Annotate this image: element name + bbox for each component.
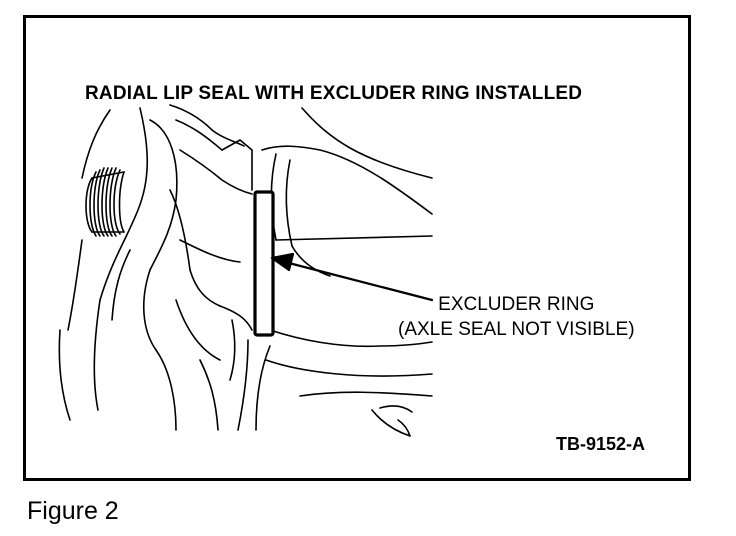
reference-code: TB-9152-A xyxy=(556,434,646,454)
figure-caption: Figure 2 xyxy=(27,497,119,525)
figure-frame xyxy=(23,15,691,481)
threaded-fitting-graphic xyxy=(85,167,125,237)
excluder-ring-graphic xyxy=(253,190,275,337)
axle-housing-graphic xyxy=(58,104,253,431)
axle-tube-graphic xyxy=(255,107,433,437)
leader-arrow xyxy=(270,252,434,302)
figure-title: RADIAL LIP SEAL WITH EXCLUDER RING INSTA… xyxy=(85,83,583,104)
excluder-ring-callout: EXCLUDER RING (AXLE SEAL NOT VISIBLE) xyxy=(398,292,635,342)
callout-note: (AXLE SEAL NOT VISIBLE) xyxy=(398,319,635,340)
callout-label: EXCLUDER RING xyxy=(438,294,595,315)
